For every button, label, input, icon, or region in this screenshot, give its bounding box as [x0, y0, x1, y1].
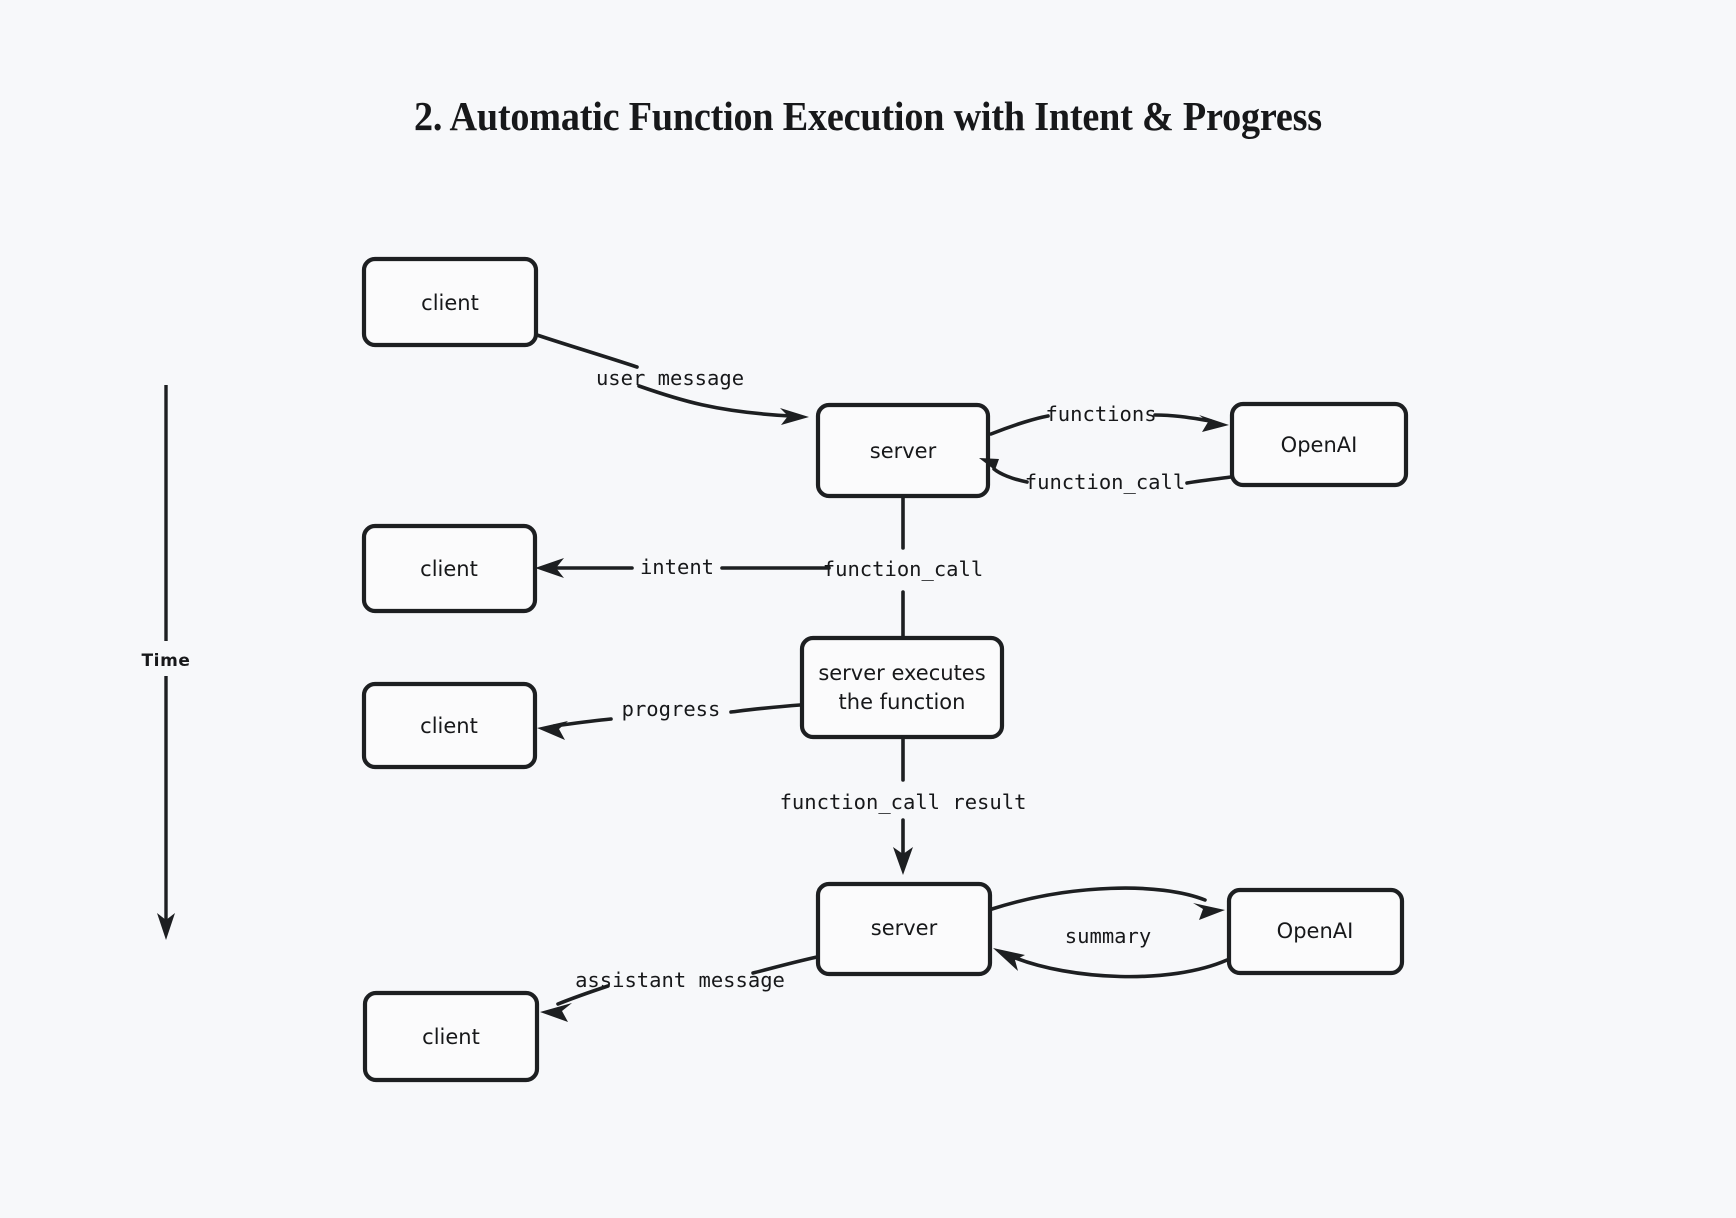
function-call-down-label: function_call — [823, 557, 983, 581]
functions-line-a — [989, 414, 1050, 436]
server-executes-label-line2: the function — [839, 690, 966, 714]
openai-bottom-box[interactable] — [1226, 887, 1405, 976]
progress-arrowhead — [537, 721, 568, 740]
client-bottom-box[interactable] — [362, 990, 540, 1083]
edge-progress: progress — [537, 697, 802, 740]
functions-arrowhead — [1199, 415, 1229, 432]
node-openai-top[interactable]: OpenAI — [1229, 401, 1409, 488]
function-call-return-line-a — [1185, 475, 1233, 485]
function-call-return-arrowhead — [979, 458, 1004, 477]
server-bottom-label: server — [871, 916, 938, 940]
progress-line-a — [729, 703, 802, 714]
client-progress-label: client — [420, 714, 478, 738]
server-executes-label-line1: server executes — [818, 661, 985, 685]
openai-top-label: OpenAI — [1281, 433, 1358, 457]
summary-response-arrowhead — [993, 948, 1025, 971]
node-client-progress[interactable]: client — [361, 681, 538, 770]
node-server-bottom[interactable]: server — [815, 881, 993, 977]
assistant-message-label: assistant message — [575, 968, 785, 992]
user-message-line-a — [535, 333, 639, 369]
intent-label: intent — [640, 555, 714, 579]
edge-assistant-message: assistant message — [540, 955, 819, 1022]
node-client-top[interactable]: client — [361, 256, 539, 348]
summary-request-line — [990, 886, 1207, 911]
assistant-message-line-b — [556, 984, 610, 1006]
openai-bottom-label: OpenAI — [1277, 919, 1354, 943]
client-bottom-label: client — [422, 1025, 480, 1049]
client-top-label: client — [421, 291, 479, 315]
intent-arrowhead — [535, 558, 564, 578]
client-progress-box[interactable] — [361, 681, 538, 770]
edge-function-call-return: function_call — [979, 458, 1233, 494]
assistant-message-line-a — [751, 955, 819, 975]
function-call-return-label: function_call — [1025, 470, 1185, 494]
functions-label: functions — [1045, 402, 1156, 426]
function-call-result-arrowhead — [893, 847, 913, 875]
time-axis-label: Time — [141, 651, 190, 671]
client-intent-label: client — [420, 557, 478, 581]
edge-user-message: user message — [535, 333, 809, 425]
node-openai-bottom[interactable]: OpenAI — [1226, 887, 1405, 976]
client-intent-box[interactable] — [361, 523, 538, 614]
edge-functions: functions — [989, 402, 1229, 436]
edge-function-call-down: function_call — [823, 495, 983, 639]
server-executes-box[interactable] — [799, 635, 1005, 740]
edge-intent: intent — [535, 555, 831, 579]
edge-summary-response: summary — [993, 924, 1229, 979]
client-top-box[interactable] — [361, 256, 539, 348]
node-server-top[interactable]: server — [815, 402, 991, 499]
server-top-label: server — [870, 439, 937, 463]
summary-response-line — [1011, 955, 1229, 979]
user-message-arrowhead — [780, 408, 809, 425]
summary-label: summary — [1065, 924, 1151, 948]
function-call-result-label: function_call result — [780, 790, 1027, 814]
summary-request-arrowhead — [1193, 903, 1225, 920]
page-title: 2. Automatic Function Execution with Int… — [414, 93, 1322, 139]
functions-line-b — [1153, 413, 1213, 423]
node-client-bottom[interactable]: client — [362, 990, 540, 1083]
node-server-executes[interactable]: server executes the function — [799, 635, 1005, 740]
assistant-message-arrowhead — [540, 1003, 572, 1022]
openai-top-box[interactable] — [1229, 401, 1409, 488]
edge-function-call-result: function_call result — [780, 736, 1027, 875]
time-axis-arrowhead — [157, 913, 175, 940]
user-message-line-b — [637, 384, 793, 418]
node-client-intent[interactable]: client — [361, 523, 538, 614]
progress-label: progress — [622, 697, 721, 721]
server-bottom-box[interactable] — [815, 881, 993, 977]
time-axis: Time — [141, 385, 190, 940]
function-call-return-line-b — [992, 467, 1029, 484]
edge-summary-request — [990, 886, 1225, 920]
user-message-label: user message — [596, 366, 744, 390]
